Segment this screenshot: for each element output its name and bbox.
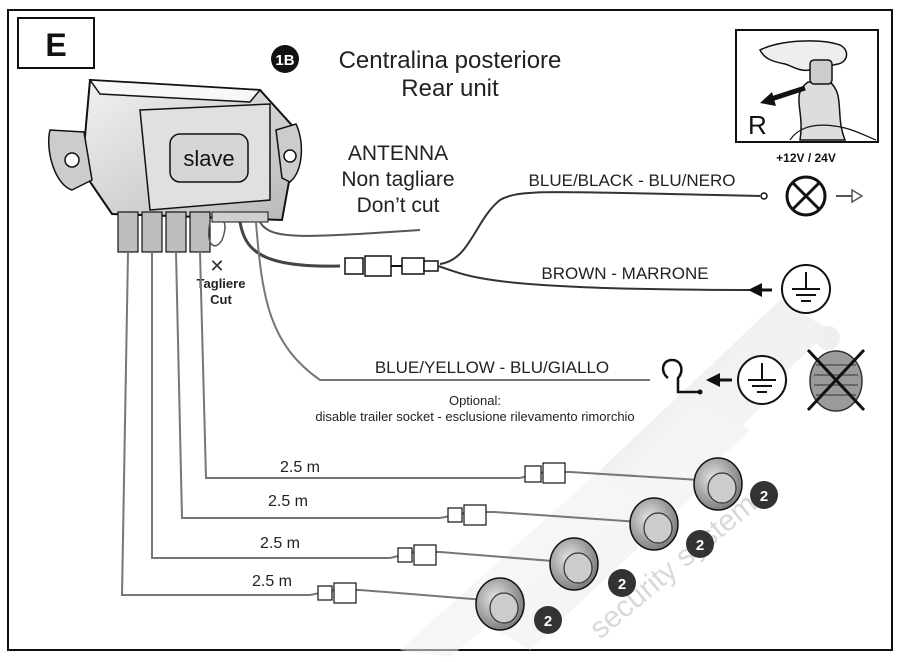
svg-text:Non tagliare: Non tagliare [341, 168, 454, 191]
sensor-badge-3 [608, 569, 636, 597]
antenna-label: ANTENNA Non tagliare Don’t cut [341, 142, 454, 217]
header-title-it: Centralina posteriore [339, 47, 562, 74]
header-title-group: 1B Centralina posteriore Rear unit [271, 45, 561, 102]
sensor-cable-4: 2.5 m 2 [120, 251, 562, 634]
sensor-cable-1: 2.5 m 2 [199, 251, 778, 511]
slave-control-unit: slave [48, 78, 303, 253]
antenna-wire [259, 221, 421, 237]
reverse-gear-inset: R [735, 29, 879, 143]
lamp-icon [785, 175, 827, 217]
header-title-en: Rear unit [401, 75, 499, 102]
svg-text:ANTENNA: ANTENNA [348, 142, 448, 165]
trailer-hook-icon [661, 358, 703, 395]
unit-label: slave [183, 146, 234, 171]
header-badge-text: 1B [275, 52, 294, 69]
svg-text:2: 2 [618, 576, 626, 593]
optional-description: disable trailer socket - esclusione rile… [315, 409, 634, 424]
ground-icon-2 [737, 355, 787, 405]
trailer-arrow-icon [706, 373, 720, 387]
cable-length-4: 2.5 m [252, 573, 292, 590]
brown-wire [437, 265, 761, 291]
cable-length-2: 2.5 m [268, 493, 308, 510]
voltage-label: +12V / 24V [776, 151, 836, 165]
sensor-badge-4 [534, 606, 562, 634]
sensor-badge-1 [750, 481, 778, 509]
blue-yellow-wire [255, 221, 650, 381]
blue-black-label: BLUE/BLACK - BLU/NERO [529, 171, 736, 190]
brown-label: BROWN - MARRONE [541, 264, 708, 283]
ground-icon [781, 264, 831, 314]
svg-text:2: 2 [544, 613, 552, 630]
power-wire-to-connector [238, 221, 341, 268]
header-badge [271, 45, 299, 73]
reverse-gear-letter: R [748, 110, 767, 140]
cut-label-it: Tagliere [197, 276, 246, 291]
brown-arrow-icon [748, 283, 762, 297]
sensor-badge-2 [686, 530, 714, 558]
cut-loop-wire [208, 221, 226, 247]
shift-arrow-icon [767, 85, 806, 103]
blue-yellow-label: BLUE/YELLOW - BLU/GIALLO [375, 358, 609, 377]
section-letter-box: E [17, 17, 95, 69]
svg-text:Don’t cut: Don’t cut [357, 194, 440, 217]
disabled-speaker-icon [806, 348, 866, 412]
svg-text:2: 2 [696, 537, 704, 554]
power-connector [344, 255, 439, 277]
sensor-cable-2: 2.5 m 2 [175, 251, 714, 558]
sensor-cable-3: 2.5 m 2 [151, 252, 636, 597]
optional-title: Optional: [449, 393, 501, 408]
svg-text:2: 2 [760, 488, 768, 505]
cable-length-3: 2.5 m [260, 535, 300, 552]
cut-label-en: Cut [210, 292, 232, 307]
section-letter: E [45, 27, 66, 63]
cut-x-icon: ✕ [209, 256, 224, 276]
output-arrow-icon [836, 188, 864, 204]
cable-length-1: 2.5 m [280, 459, 320, 476]
blue-black-wire [439, 191, 761, 265]
